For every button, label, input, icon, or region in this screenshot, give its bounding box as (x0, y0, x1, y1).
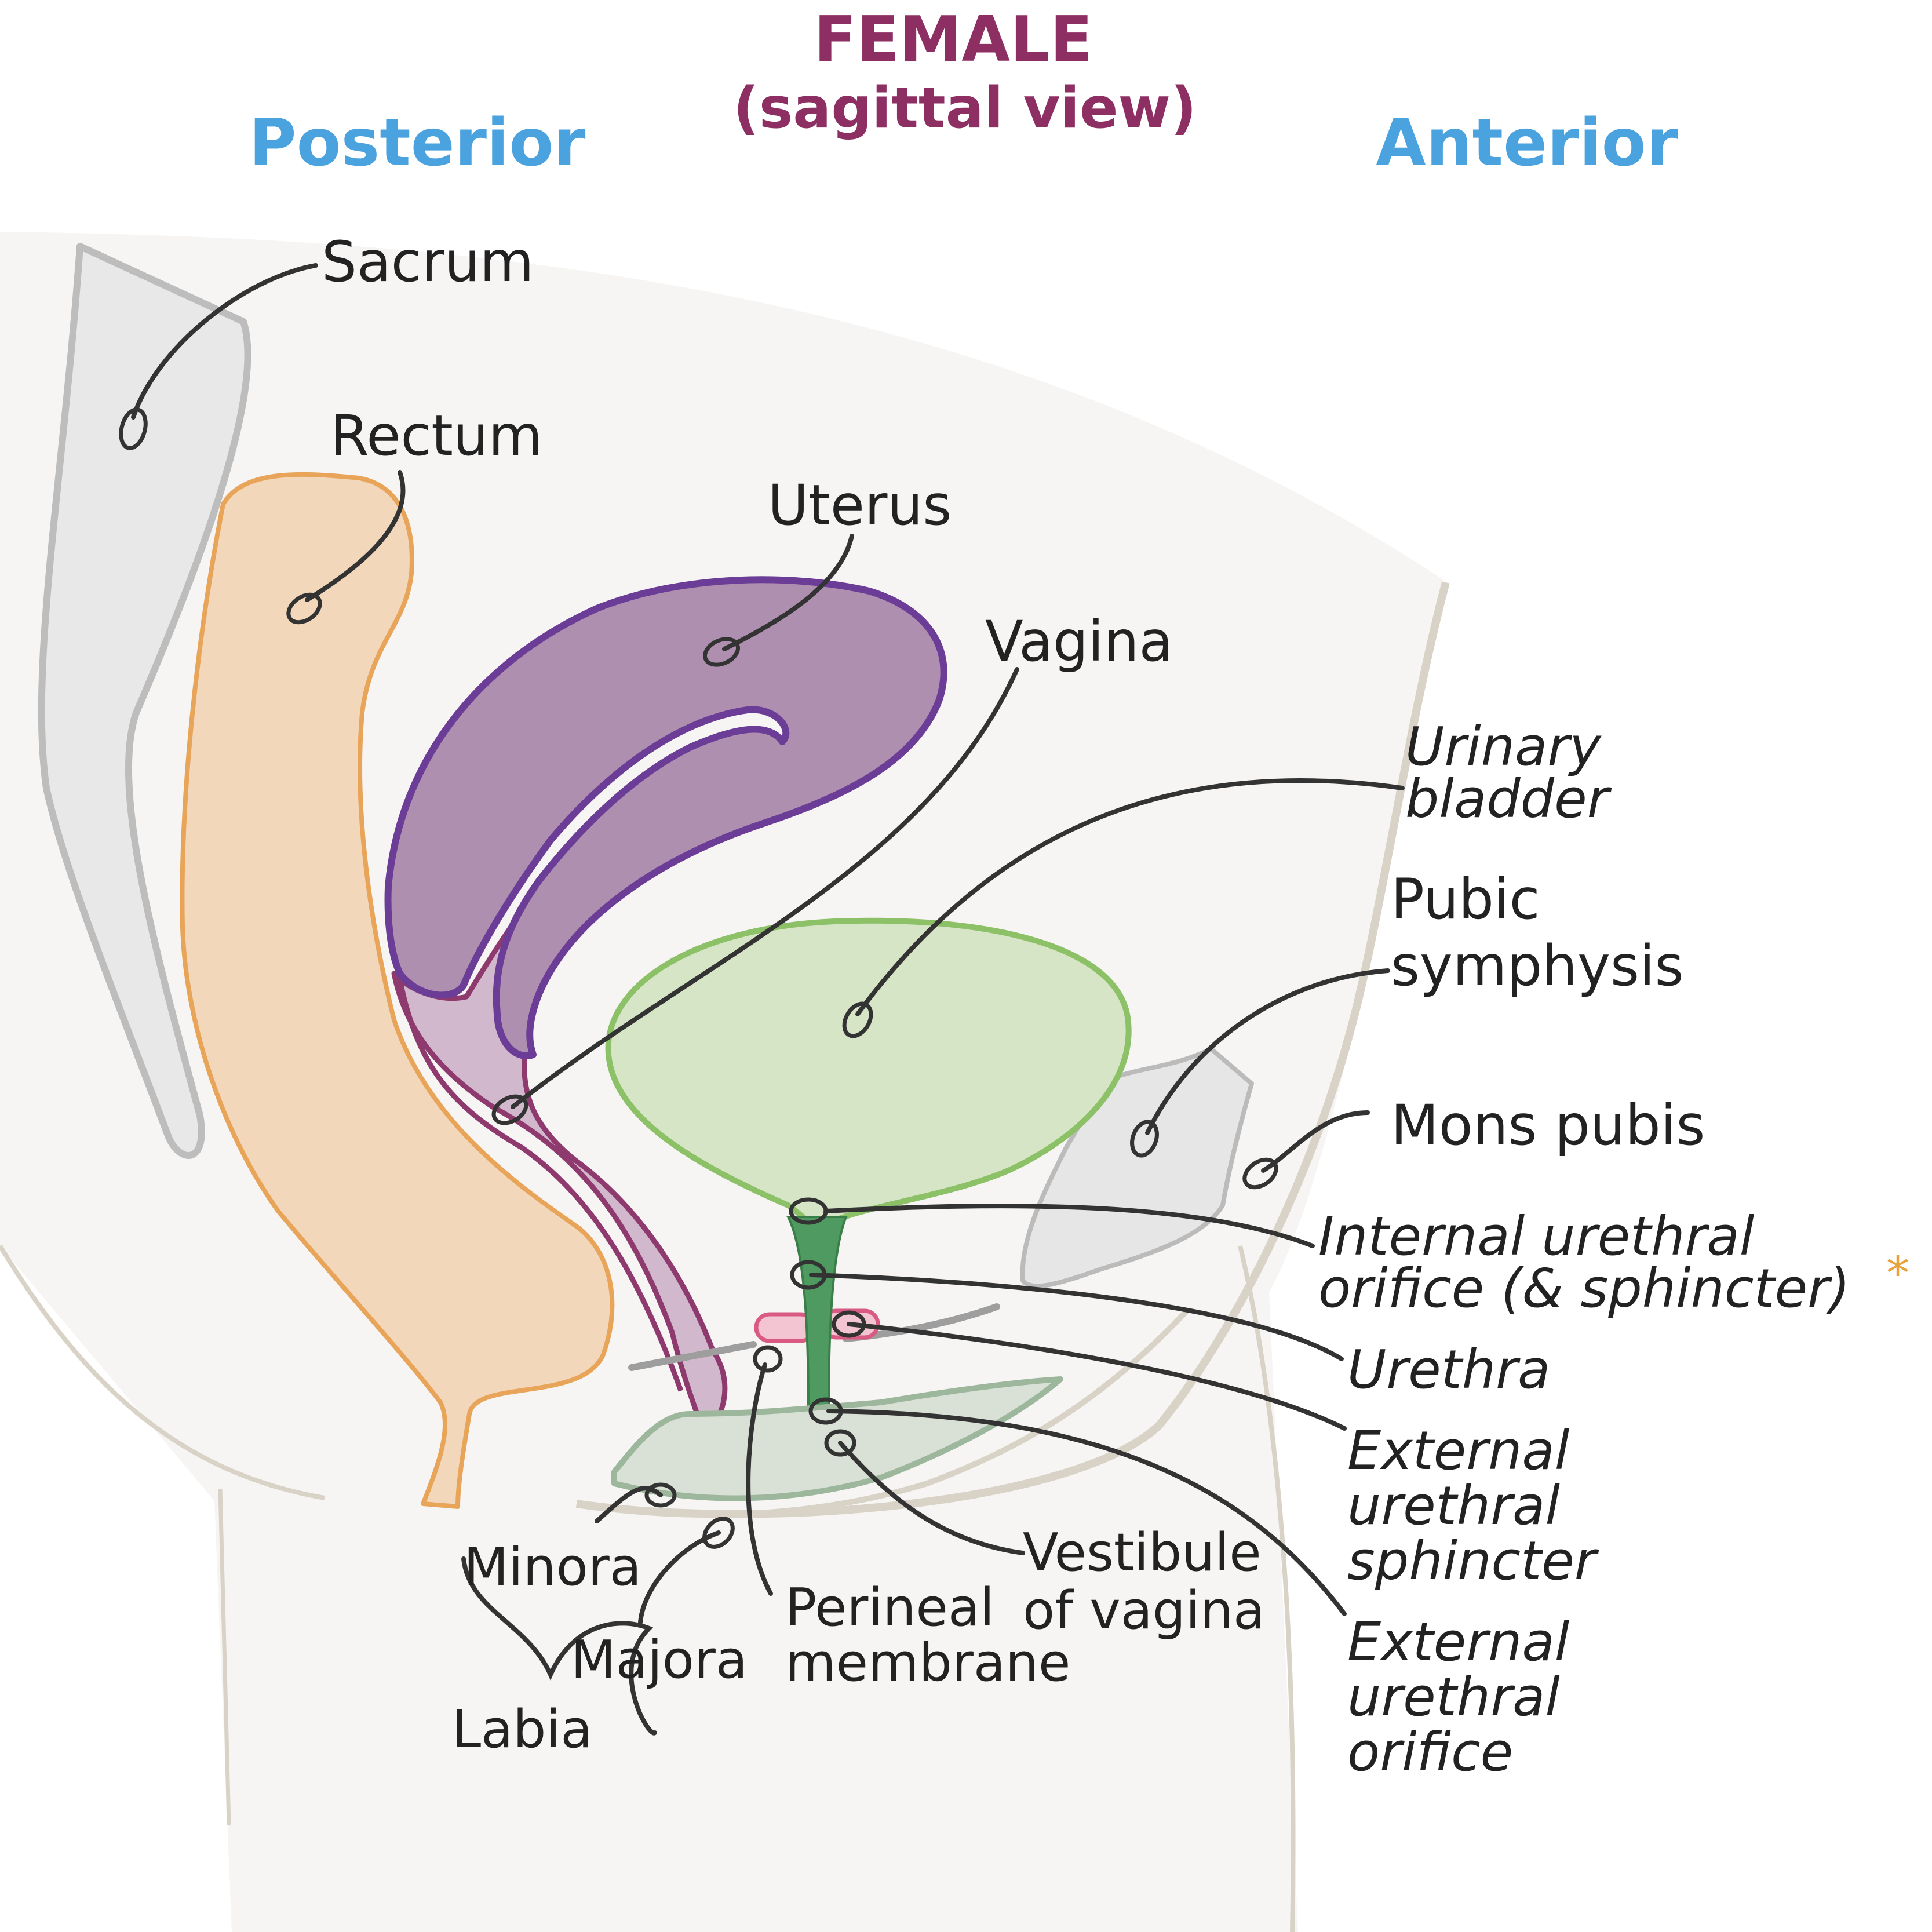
ring-ext-sphincter (832, 1310, 866, 1338)
ring-bladder (842, 1001, 873, 1038)
labia-brace (461, 1556, 657, 1736)
leader-internal (823, 1204, 1315, 1248)
rectum-shape (180, 472, 615, 1509)
label-majora: Majora (571, 1630, 748, 1690)
label-pubic-line2: symphysis (1391, 934, 1684, 998)
label-labia: Labia (452, 1699, 593, 1760)
ring-uterus (703, 637, 740, 667)
ring-ext-orifice (808, 1397, 843, 1425)
leader-minora (595, 1486, 663, 1523)
label-urethra: Urethra (1347, 1339, 1550, 1401)
leader-ext-sphincter (847, 1322, 1347, 1431)
ring-vestibule (824, 1429, 856, 1457)
labia-outline (576, 1307, 1190, 1518)
ring-perineal (753, 1345, 783, 1373)
leader-sacrum (131, 263, 318, 420)
label-ext-sphincter-line1: External (1347, 1420, 1570, 1482)
sacrum-shape (38, 243, 251, 1159)
leader-perineal (746, 1362, 773, 1596)
leader-urethra (809, 1273, 1344, 1361)
pubic-symphysis-shape (1020, 1047, 1254, 1289)
body-outline-back (0, 1244, 325, 1500)
body-outline-thigh (218, 1489, 231, 1826)
ring-urethra (790, 1260, 827, 1290)
label-perineal-line1: Perineal (785, 1577, 994, 1638)
vestibule-shape (611, 1376, 1063, 1501)
label-internal-asterisk: * (1886, 1246, 1909, 1300)
body-outline-front (575, 581, 1450, 1518)
ring-internal (789, 1197, 828, 1225)
orientation-posterior: Posterior (249, 105, 586, 181)
ring-mons (1242, 1157, 1278, 1190)
leader-vagina (511, 667, 1019, 1109)
leader-rectum (305, 470, 406, 602)
ring-vagina (491, 1094, 528, 1125)
label-internal-line1: Internal urethral (1318, 1205, 1755, 1267)
vagina-posterior-wall (397, 979, 684, 1392)
pointer-rings (119, 407, 1278, 1549)
leader-bladder (855, 778, 1405, 1016)
ring-sacrum (119, 407, 148, 450)
ring-pubic (1130, 1120, 1159, 1158)
label-vestibule-line2: of vagina (1023, 1580, 1265, 1641)
label-vestibule-line1: Vestibule (1023, 1522, 1262, 1583)
label-bladder-line1: Urinary (1405, 716, 1602, 778)
label-ext-orifice-line3: orifice (1347, 1721, 1513, 1783)
leader-ext-orifice (826, 1409, 1347, 1616)
label-pubic-line1: Pubic (1391, 867, 1540, 932)
orientation-anterior: Anterior (1376, 105, 1678, 181)
label-ext-sphincter-line3: sphincter (1347, 1530, 1599, 1592)
leader-pubic (1145, 968, 1390, 1135)
label-mons-pubis: Mons pubis (1391, 1093, 1705, 1158)
ring-rectum (286, 592, 322, 625)
diagram-subtitle: (sagittal view) (733, 75, 1197, 141)
ring-minora (644, 1482, 677, 1508)
label-sacrum: Sacrum (322, 229, 534, 294)
label-vagina: Vagina (985, 609, 1173, 674)
label-perineal-line2: membrane (785, 1632, 1070, 1693)
label-ext-orifice-line2: urethral (1347, 1666, 1560, 1728)
label-uterus: Uterus (768, 473, 952, 538)
body-outline-leg (1238, 1245, 1296, 1932)
label-internal-line2: orifice (& sphincter) (1318, 1257, 1850, 1319)
label-minora: Minora (464, 1537, 641, 1598)
label-rectum: Rectum (330, 403, 542, 468)
diagram-title: FEMALE (814, 3, 1092, 76)
label-ext-sphincter-line2: urethral (1347, 1475, 1560, 1537)
uterus-shape (384, 576, 947, 1059)
leader-vestibule (838, 1441, 1025, 1555)
bladder-shape (605, 917, 1132, 1231)
ring-majora (702, 1517, 735, 1549)
label-ext-orifice-line1: External (1347, 1611, 1570, 1673)
leader-uterus (722, 534, 854, 651)
label-bladder-line2: bladder (1405, 768, 1612, 830)
leader-lines (131, 263, 1405, 1736)
